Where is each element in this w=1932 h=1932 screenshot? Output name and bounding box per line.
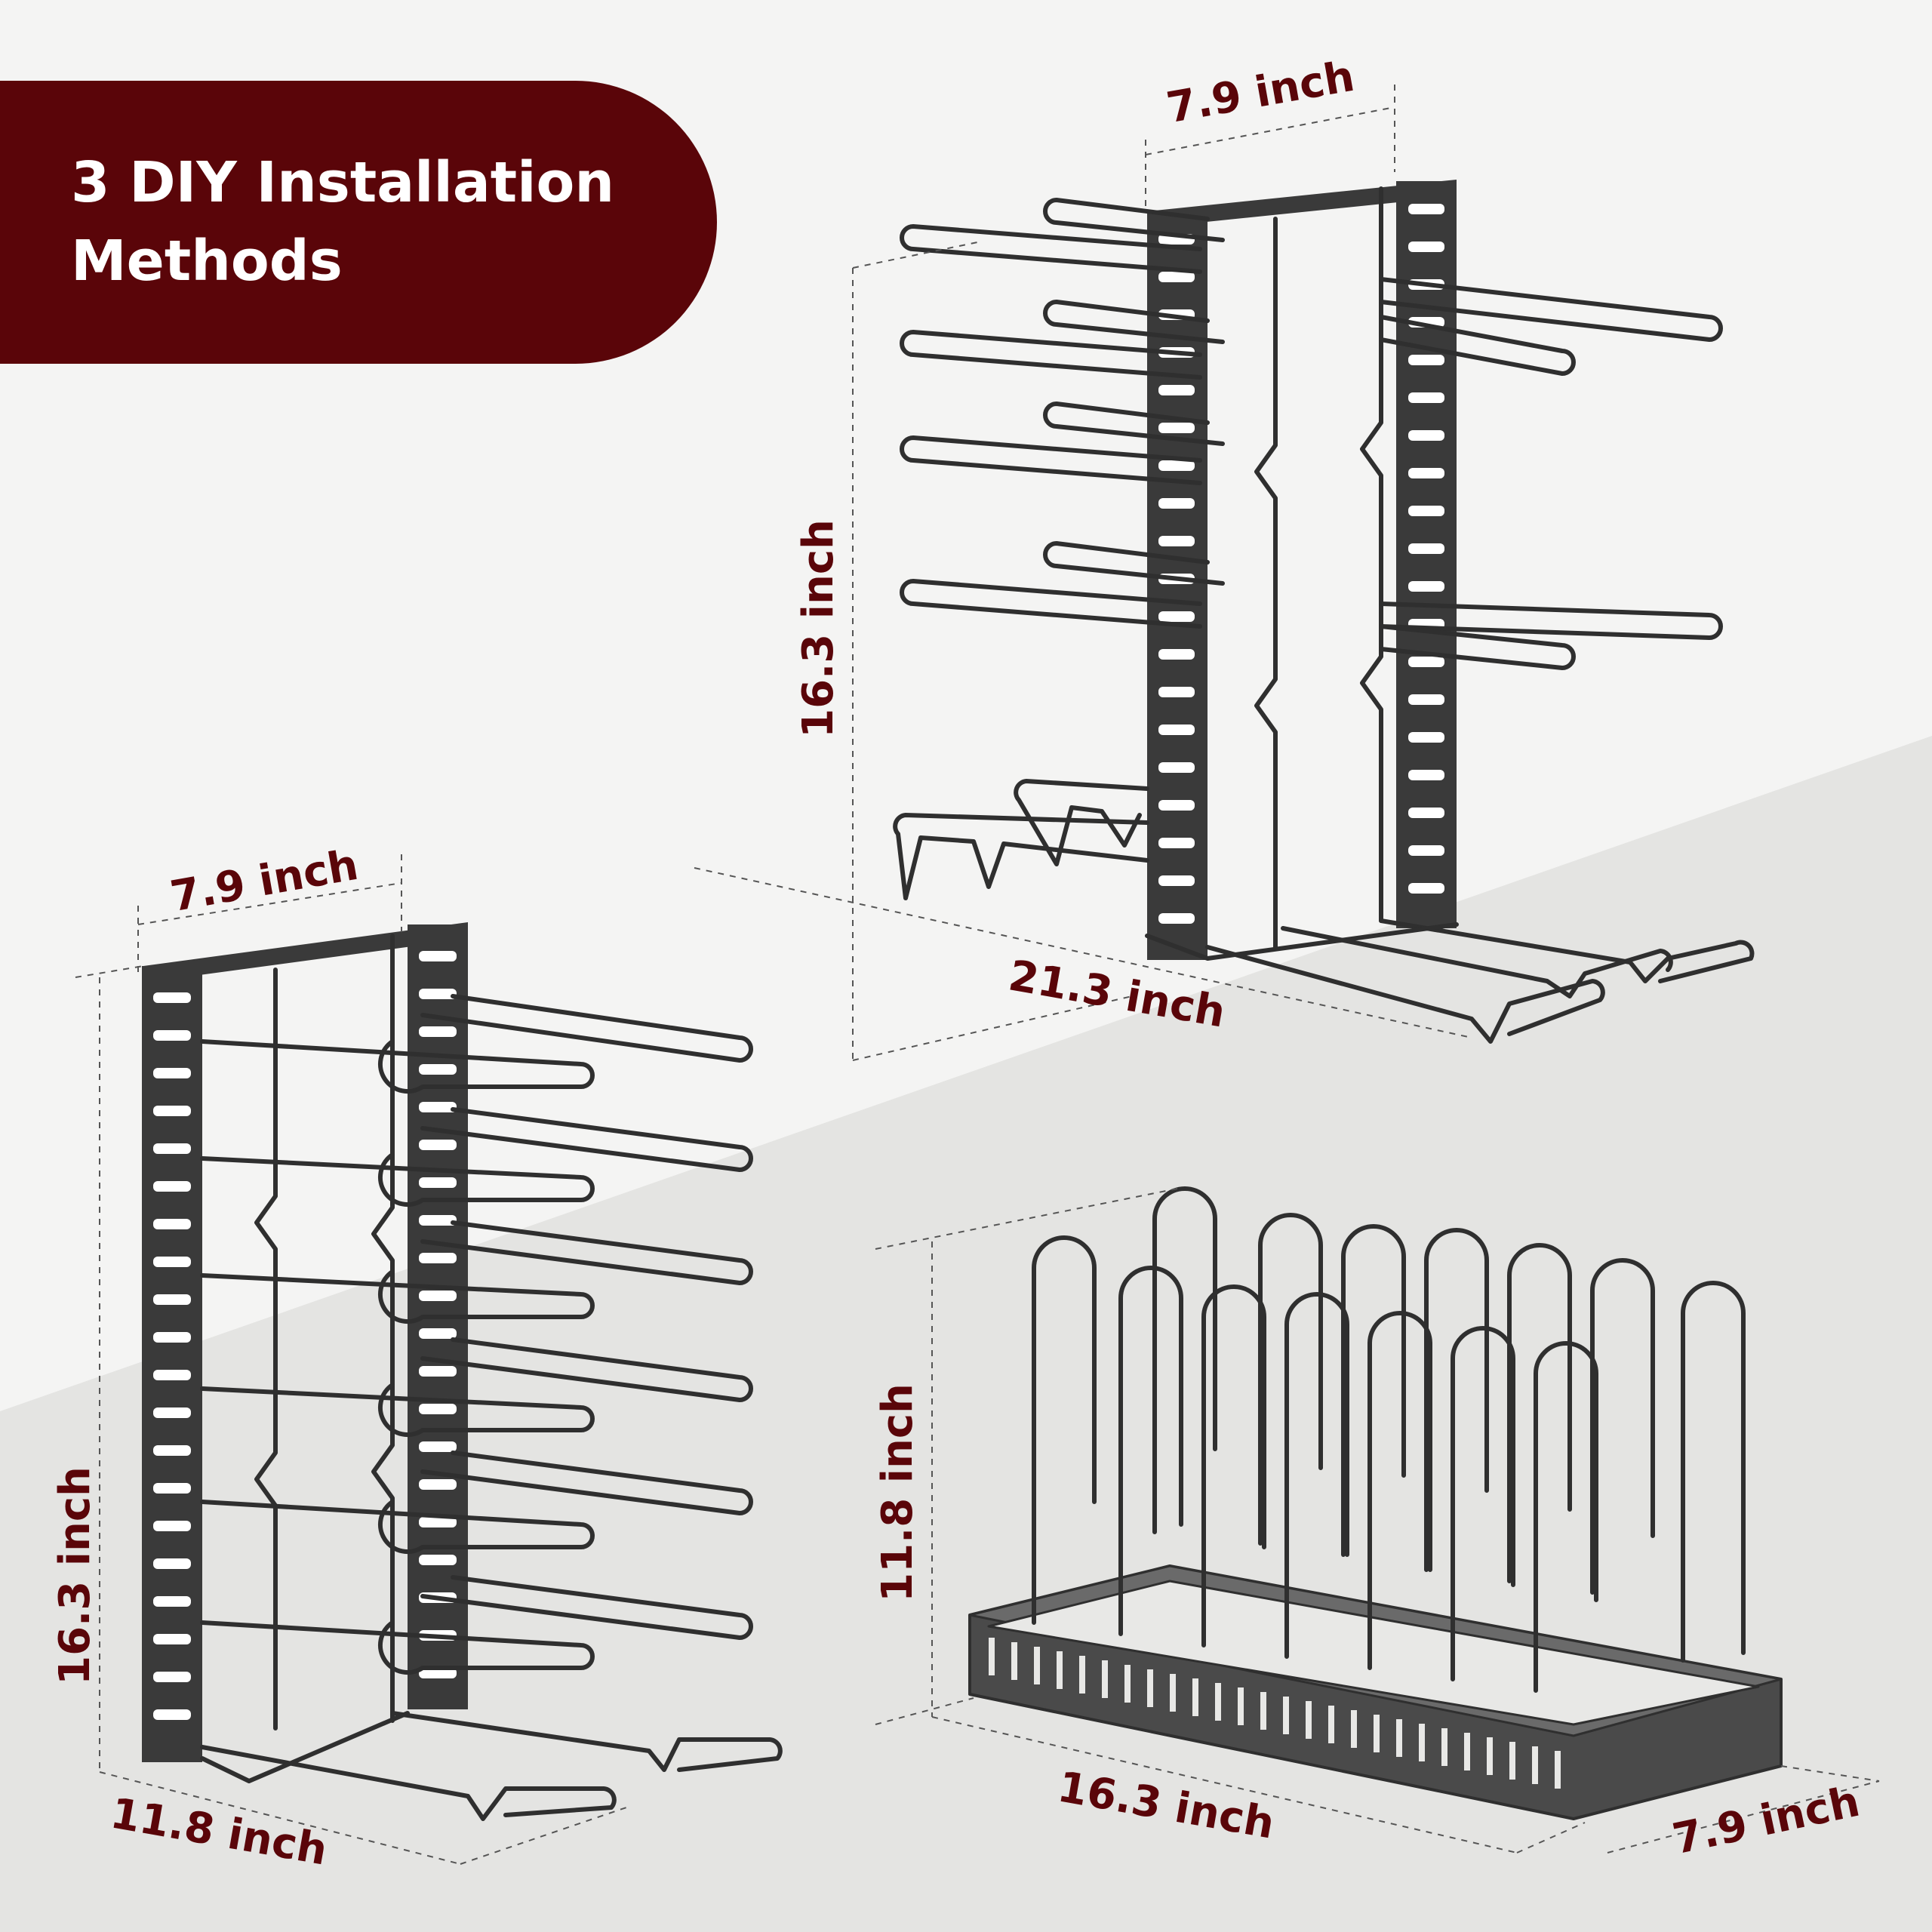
rack-left-height-label: 16.3 inch — [50, 1466, 100, 1685]
rack-top-illustration — [893, 180, 1755, 1044]
banner-title: 3 DIY Installation Methods — [71, 143, 690, 300]
rack-left-slots — [153, 951, 457, 1720]
rack-left-dimension-lines — [75, 854, 627, 1865]
rack-left-illustration — [142, 922, 783, 1821]
banner-title-line-2: Methods — [71, 229, 343, 294]
rack-top-height-label: 16.3 inch — [793, 519, 843, 738]
rack-bottom-dimension-lines — [875, 1188, 1880, 1854]
rack-top-dimension-lines — [694, 85, 1472, 1061]
rack-bottom-illustration — [968, 1186, 1783, 1820]
rack-bottom-tray-slots — [989, 1638, 1561, 1789]
banner-title-line-1: 3 DIY Installation — [71, 150, 615, 215]
rack-top-slots — [1158, 204, 1444, 924]
title-banner — [0, 81, 717, 364]
rack-bottom-height-label: 11.8 inch — [872, 1383, 922, 1602]
